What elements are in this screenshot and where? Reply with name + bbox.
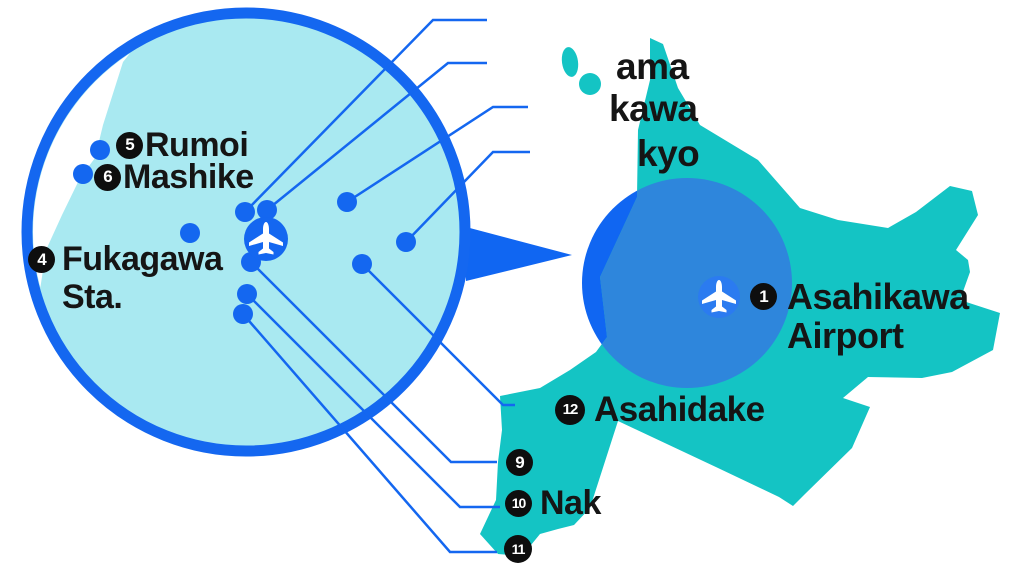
fukagawa-text-line1: Fukagawa: [62, 240, 223, 278]
small-island: [561, 47, 579, 77]
airplane-icon: [244, 217, 288, 261]
map-marker-dot: [396, 232, 416, 252]
airport-text-line2: Airport: [787, 315, 904, 356]
top-label-fragment-1: ama: [616, 46, 689, 87]
map-marker-dot: [90, 140, 110, 160]
leader-line: [244, 18, 487, 213]
airplane-icon: [698, 276, 740, 318]
leader-line: [250, 261, 497, 464]
badge-1: 1: [750, 283, 777, 310]
label-stop-9: 9: [506, 449, 533, 476]
small-island: [579, 73, 601, 95]
label-stop-10: 10 Nak: [505, 485, 601, 522]
leader-line: [405, 150, 530, 243]
leader-line: [266, 61, 487, 211]
label-asahikawa-airport: 1 Asahikawa Airport: [750, 277, 969, 355]
map-marker-dot: [352, 254, 372, 274]
leader-line: [346, 105, 528, 204]
label-mashike: 6 Mashike: [94, 159, 254, 196]
asahidake-text: Asahidake: [594, 390, 765, 429]
badge-11: 11: [504, 535, 532, 563]
leader-line: [246, 293, 500, 509]
callout-wedge: [466, 227, 572, 281]
top-label-fragment-3: kyo: [637, 133, 700, 174]
map-marker-dot: [237, 284, 257, 304]
badge-12: 12: [555, 394, 585, 425]
map-marker-dot: [235, 202, 255, 222]
badge-5: 5: [116, 131, 143, 159]
map-marker-dot: [73, 164, 93, 184]
leader-line: [242, 313, 497, 554]
leader-line: [361, 263, 515, 407]
label-stop-11: 11: [504, 535, 532, 563]
label-fukagawa-sta: 4 Fukagawa Sta.: [28, 240, 223, 316]
badge-4: 4: [28, 246, 55, 273]
top-label-fragment-2: kawa: [609, 88, 698, 129]
airport-coverage-circle: [582, 178, 792, 388]
map-marker-dot: [337, 192, 357, 212]
label-rumoi: 5 Rumoi: [116, 126, 249, 164]
rumoi-text: Rumoi: [145, 126, 249, 164]
mashike-text: Mashike: [123, 158, 254, 196]
badge-10: 10: [505, 489, 532, 517]
airport-text-line1: Asahikawa: [787, 276, 969, 317]
label-asahidake: 12 Asahidake: [555, 391, 765, 429]
badge-9: 9: [506, 449, 533, 476]
map-marker-dot: [257, 200, 277, 220]
map-marker-dot: [233, 304, 253, 324]
badge-6: 6: [94, 163, 121, 191]
fukagawa-text-line2: Sta.: [62, 278, 123, 316]
stop-10-text-fragment: Nak: [540, 484, 601, 522]
leader-lines: [242, 18, 530, 554]
map-marker-dot: [180, 223, 200, 243]
